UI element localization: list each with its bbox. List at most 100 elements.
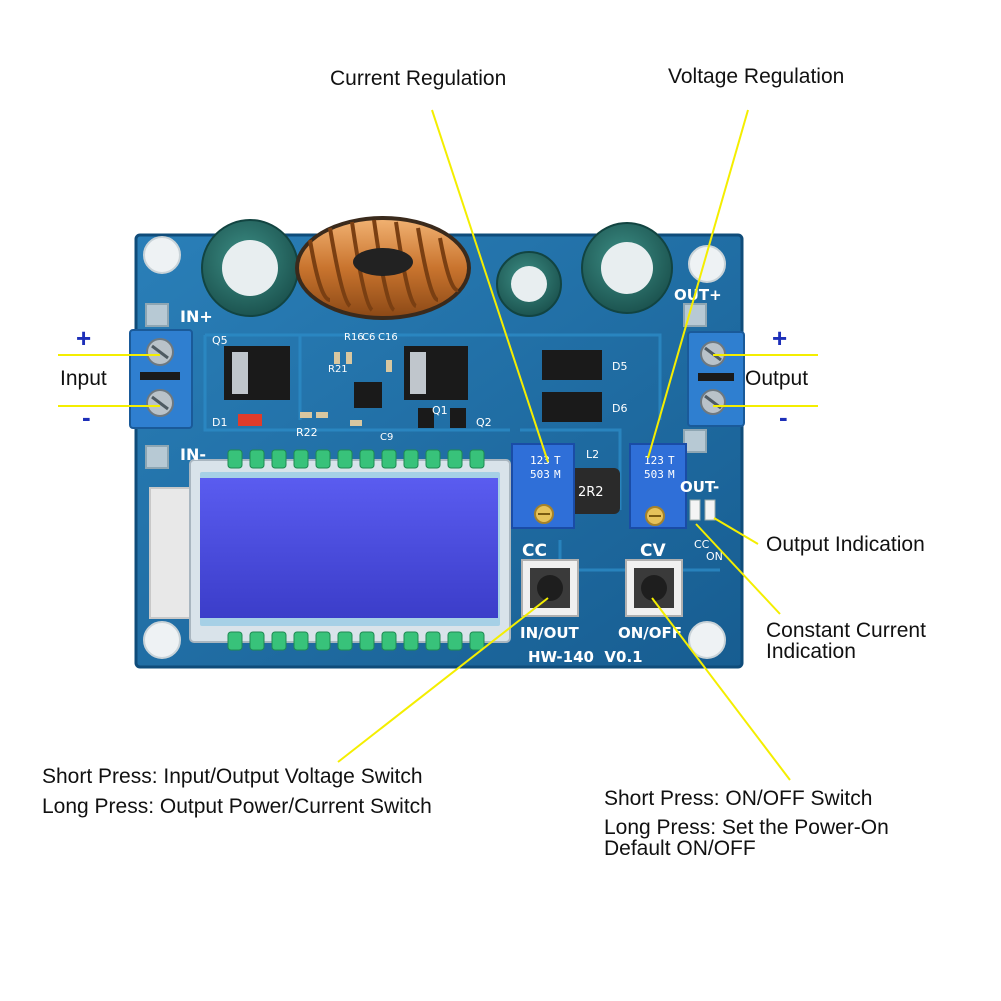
silk-cc: CC [522, 541, 547, 561]
leader-lines [58, 109, 818, 781]
silk-out-plus: OUT+ [674, 286, 722, 304]
silk-model: HW-140 V0.1 [528, 648, 643, 666]
lcd-pin [403, 449, 419, 469]
silk-d1: D1 [212, 416, 227, 429]
silk-r16: R16 [344, 332, 364, 343]
lcd-pin [271, 449, 287, 469]
label-right-button-2: Long Press: Set the Power-On [604, 816, 889, 839]
lcd-pin [293, 449, 309, 469]
nylon-standoffs [143, 236, 726, 659]
power-components [224, 346, 620, 514]
silk-c16: C16 [378, 332, 398, 343]
silk-in-out: IN/OUT [520, 624, 580, 642]
pcb-traces [203, 333, 720, 572]
smd-parts [300, 352, 392, 426]
lcd-pin [381, 631, 397, 651]
label-constant-current-2: Indication [766, 640, 856, 663]
pot1-code-b: 503 [530, 468, 550, 481]
lcd-pin [293, 631, 309, 651]
pot2-code-c: T [668, 454, 675, 467]
lcd-module [149, 459, 511, 643]
capacitors [201, 219, 673, 317]
lcd-pins-top [227, 449, 485, 469]
label-voltage-regulation: Voltage Regulation [668, 65, 845, 88]
lcd-pin [271, 631, 287, 651]
label-input: Input [60, 367, 107, 390]
lcd-pin [227, 449, 243, 469]
input-terminal-block [129, 329, 193, 429]
label-output-indication: Output Indication [766, 533, 925, 556]
label-current-regulation: Current Regulation [330, 67, 507, 90]
output-minus-sign: - [779, 402, 788, 432]
silk-in-minus: IN- [180, 445, 206, 464]
in-out-button[interactable] [521, 559, 579, 617]
label-left-button-2: Long Press: Output Power/Current Switch [42, 795, 432, 818]
silk-q1: Q1 [432, 404, 448, 417]
lcd-pin [381, 449, 397, 469]
silk-r22: R22 [296, 426, 318, 439]
input-plus-sign: + [76, 323, 92, 353]
label-left-button-1: Short Press: Input/Output Voltage Switch [42, 765, 423, 788]
silk-c9: C9 [380, 432, 393, 443]
pot1-code-a: 123 [530, 454, 550, 467]
toroid-inductor [295, 216, 471, 320]
silk-led-on: ON [706, 550, 723, 563]
lcd-pin [337, 631, 353, 651]
silk-cv: CV [640, 541, 666, 561]
label-output: Output [745, 367, 809, 390]
lcd-pin [315, 631, 331, 651]
lcd-pin [469, 631, 485, 651]
input-minus-sign: - [82, 402, 91, 432]
indicator-leds [689, 499, 716, 521]
leader-voltage-regulation [647, 109, 749, 459]
on-off-button[interactable] [625, 559, 683, 617]
label-right-button-1: Short Press: ON/OFF Switch [604, 787, 873, 810]
lcd-pin [425, 631, 441, 651]
voltage-potentiometer [629, 443, 687, 529]
lcd-pin [249, 631, 265, 651]
inductor-code: 2R2 [578, 485, 604, 500]
lcd-pin [249, 449, 265, 469]
lcd-pin [447, 449, 463, 469]
lcd-pin [315, 449, 331, 469]
leader-constant-current [695, 523, 781, 615]
lcd-pins-bottom [227, 631, 485, 651]
mount-pads [145, 303, 707, 469]
leader-in-out-button [337, 597, 549, 763]
current-potentiometer [511, 443, 575, 529]
leader-output-indication [713, 517, 759, 545]
silk-d6: D6 [612, 402, 627, 415]
lcd-pin [337, 449, 353, 469]
silk-led-cc: CC [694, 538, 710, 551]
lcd-pin [447, 631, 463, 651]
pot2-code-b: 503 [644, 468, 664, 481]
silk-q5: Q5 [212, 334, 228, 347]
lcd-pin [227, 631, 243, 651]
label-constant-current-1: Constant Current [766, 619, 926, 642]
pot2-code-a: 123 [644, 454, 664, 467]
silk-r21: R21 [328, 364, 348, 375]
lcd-pin [425, 449, 441, 469]
silk-on-off: ON/OFF [618, 624, 682, 642]
pot2-code-d: M [668, 468, 675, 481]
pot1-code-d: M [554, 468, 561, 481]
lcd-pin [359, 631, 375, 651]
lcd-screen [200, 478, 498, 618]
silk-l2: L2 [586, 448, 599, 461]
output-terminal-block [687, 331, 745, 427]
leader-on-off-button [651, 597, 791, 781]
label-right-button-3: Default ON/OFF [604, 837, 756, 860]
silk-c6: C6 [362, 332, 375, 343]
silk-out-minus: OUT- [680, 478, 719, 496]
output-plus-sign: + [772, 323, 788, 353]
silk-d5: D5 [612, 360, 627, 373]
silk-in-plus: IN+ [180, 307, 213, 326]
lcd-pin [359, 449, 375, 469]
pot1-code-c: T [554, 454, 561, 467]
leader-current-regulation [431, 109, 549, 463]
lcd-pin [403, 631, 419, 651]
silk-q2: Q2 [476, 416, 492, 429]
lcd-pin [469, 449, 485, 469]
